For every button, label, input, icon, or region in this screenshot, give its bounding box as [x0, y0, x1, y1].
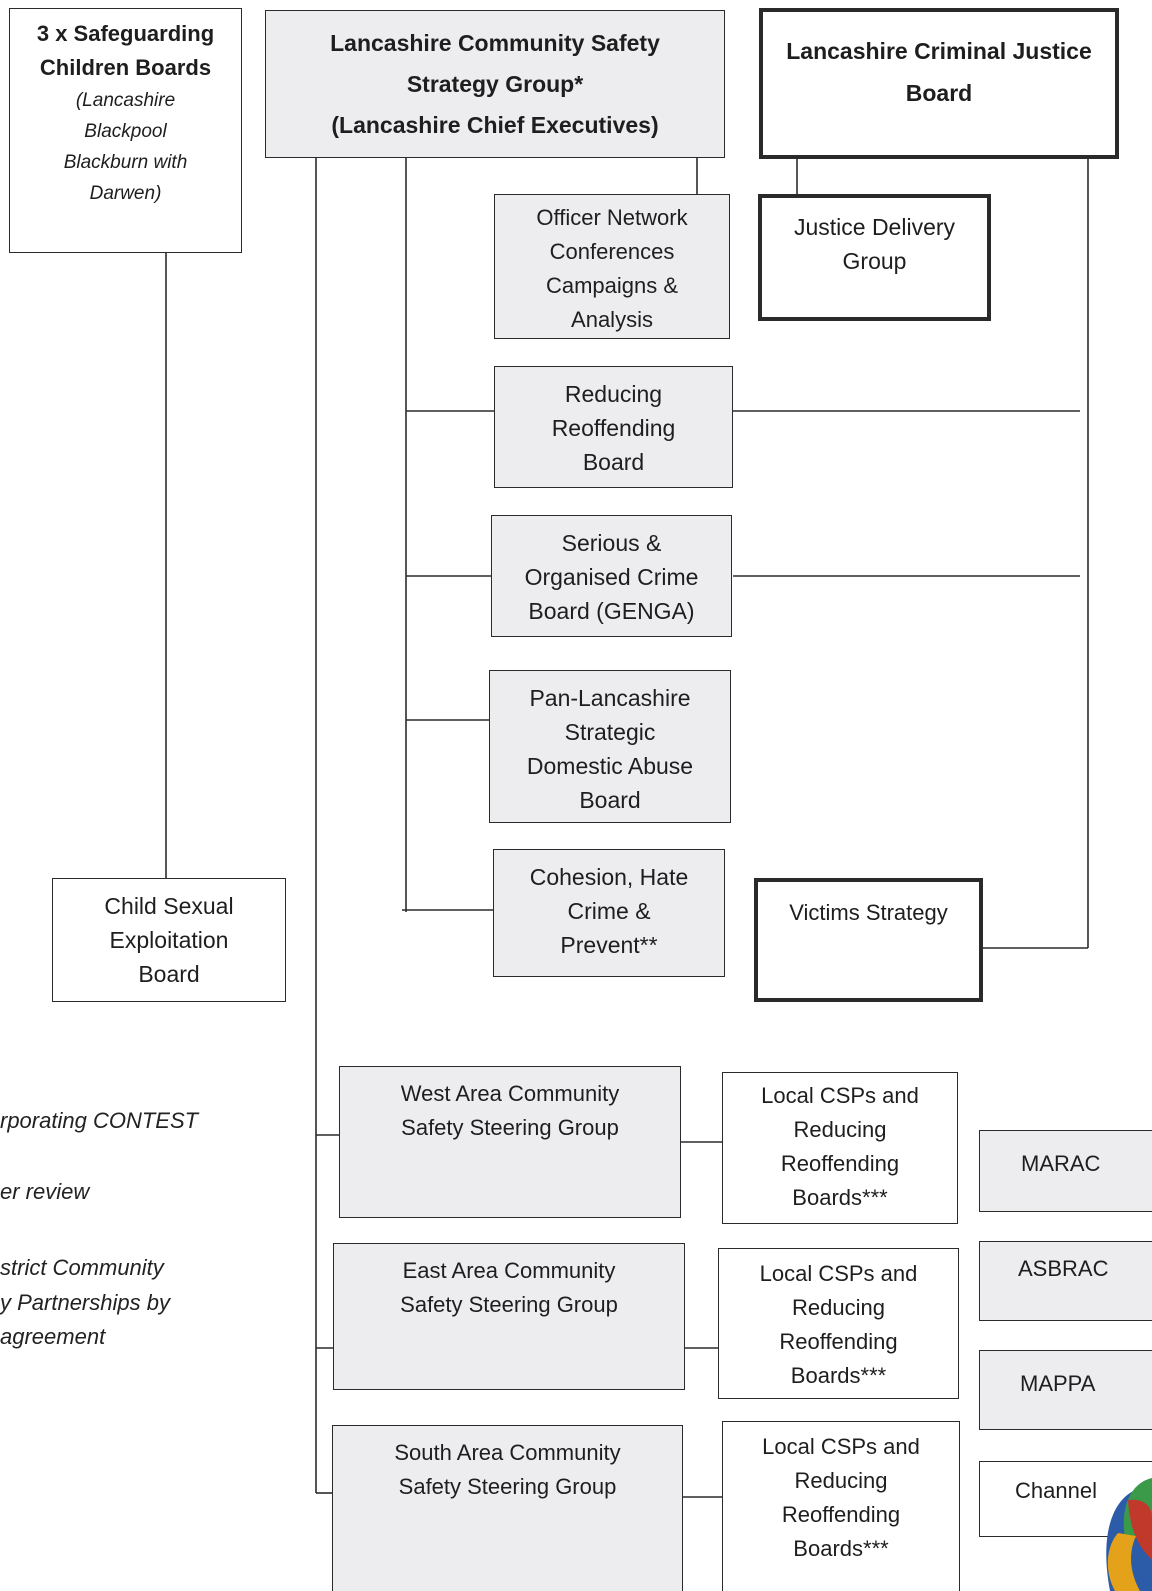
- panlancs-line: Domestic Abuse: [526, 753, 694, 779]
- safeguarding-sub-line: (Lancashire: [75, 90, 176, 111]
- footnote-partnerships: y Partnerships by: [0, 1290, 170, 1315]
- cssg-line: Strategy Group*: [406, 71, 584, 97]
- cse-line: Child Sexual: [104, 893, 234, 919]
- footnote-contest: rporating CONTEST: [0, 1108, 199, 1133]
- criminal-justice-board: Lancashire Criminal Justice Board: [759, 8, 1119, 159]
- local-csps-west: Local CSPs and Reducing Reoffending Boar…: [722, 1072, 958, 1224]
- cssg-line: (Lancashire Chief Executives): [331, 112, 659, 138]
- west-area-steering-group: West Area Community Safety Steering Grou…: [339, 1066, 681, 1218]
- cssg-line: Lancashire Community Safety: [330, 30, 660, 56]
- local-west-line: Reoffending: [780, 1151, 900, 1176]
- officer-line: Conferences: [549, 239, 675, 264]
- serious-line: Organised Crime: [524, 564, 699, 590]
- panlancs-line: Pan-Lancashire: [529, 685, 691, 711]
- safeguarding-sub-line: Blackpool: [84, 121, 167, 142]
- local-east-line: Reducing: [792, 1295, 885, 1320]
- panlancs-line: Board: [579, 787, 641, 813]
- local-west-line: Reducing: [793, 1117, 887, 1142]
- child-sexual-exploitation-board: Child Sexual Exploitation Board: [52, 878, 286, 1002]
- logo-icon: [1106, 1478, 1152, 1591]
- serious-line: Serious &: [561, 530, 662, 556]
- victims-line: Victims Strategy: [789, 900, 948, 925]
- reoffending-line: Reducing: [564, 381, 663, 407]
- reducing-reoffending-board: Reducing Reoffending Board: [494, 366, 733, 488]
- south-line: South Area Community: [394, 1440, 621, 1465]
- panlancs-line: Strategic: [564, 719, 656, 745]
- channel-label: Channel: [1015, 1478, 1097, 1503]
- asbrac-box: ASBRAC: [979, 1241, 1152, 1321]
- mappa-box: MAPPA: [979, 1350, 1152, 1430]
- west-line: West Area Community: [400, 1081, 620, 1106]
- officer-line: Officer Network: [536, 205, 688, 230]
- serious-organised-crime-board: Serious & Organised Crime Board (GENGA): [491, 515, 732, 637]
- justice-delivery-group: Justice Delivery Group: [758, 194, 991, 321]
- safeguarding-children-boards: 3 x Safeguarding Children Boards (Lancas…: [9, 8, 242, 253]
- local-csps-south: Local CSPs and Reducing Reoffending Boar…: [722, 1421, 960, 1591]
- cohesion-line: Prevent**: [560, 932, 658, 958]
- local-csps-east: Local CSPs and Reducing Reoffending Boar…: [718, 1248, 959, 1399]
- cse-line: Board: [138, 961, 200, 987]
- pan-lancashire-domestic-abuse-board: Pan-Lancashire Strategic Domestic Abuse …: [489, 670, 731, 823]
- footnote-review: er review: [0, 1179, 90, 1204]
- reoffending-line: Board: [582, 449, 645, 475]
- local-south-line: Reoffending: [781, 1502, 901, 1527]
- local-south-line: Reducing: [794, 1468, 888, 1493]
- local-west-line: Boards***: [792, 1185, 888, 1210]
- footnote-district: strict Community: [0, 1255, 164, 1280]
- safeguarding-title-line: 3 x Safeguarding: [36, 21, 215, 46]
- channel-box: Channel: [979, 1461, 1152, 1537]
- local-east-line: Local CSPs and: [759, 1261, 918, 1286]
- marac-label: MARAC: [1021, 1151, 1101, 1176]
- safeguarding-sub-line: Darwen): [89, 183, 162, 204]
- justice-line: Justice Delivery: [793, 214, 956, 240]
- east-line: Safety Steering Group: [400, 1292, 618, 1317]
- south-line: Safety Steering Group: [398, 1474, 617, 1499]
- local-west-line: Local CSPs and: [761, 1083, 919, 1108]
- officer-line: Analysis: [571, 307, 653, 332]
- local-east-line: Boards***: [790, 1363, 887, 1388]
- local-south-line: Boards***: [793, 1536, 889, 1561]
- asbrac-label: ASBRAC: [1018, 1256, 1109, 1281]
- cse-line: Exploitation: [109, 927, 229, 953]
- lcjb-line: Board: [905, 80, 973, 106]
- safeguarding-title-line: Children Boards: [39, 55, 212, 80]
- safeguarding-sub-line: Blackburn with: [63, 152, 188, 173]
- officer-line: Campaigns &: [545, 273, 679, 298]
- victims-strategy: Victims Strategy: [754, 878, 983, 1002]
- cohesion-line: Cohesion, Hate: [529, 864, 689, 890]
- marac-box: MARAC: [979, 1130, 1152, 1212]
- community-safety-strategy-group: Lancashire Community Safety Strategy Gro…: [265, 10, 725, 158]
- cohesion-line: Crime &: [567, 898, 651, 924]
- east-area-steering-group: East Area Community Safety Steering Grou…: [333, 1243, 685, 1390]
- west-line: Safety Steering Group: [401, 1115, 619, 1140]
- east-line: East Area Community: [402, 1258, 616, 1283]
- mappa-label: MAPPA: [1020, 1371, 1096, 1396]
- local-south-line: Local CSPs and: [762, 1434, 920, 1459]
- reoffending-line: Reoffending: [551, 415, 676, 441]
- footnote-agreement: agreement: [0, 1324, 106, 1349]
- justice-line: Group: [842, 248, 907, 274]
- local-east-line: Reoffending: [779, 1329, 898, 1354]
- serious-line: Board (GENGA): [528, 598, 695, 624]
- lcjb-line: Lancashire Criminal Justice: [786, 38, 1092, 64]
- officer-network-box: Officer Network Conferences Campaigns & …: [494, 194, 730, 339]
- south-area-steering-group: South Area Community Safety Steering Gro…: [332, 1425, 683, 1591]
- cohesion-hate-crime-prevent: Cohesion, Hate Crime & Prevent**: [493, 849, 725, 977]
